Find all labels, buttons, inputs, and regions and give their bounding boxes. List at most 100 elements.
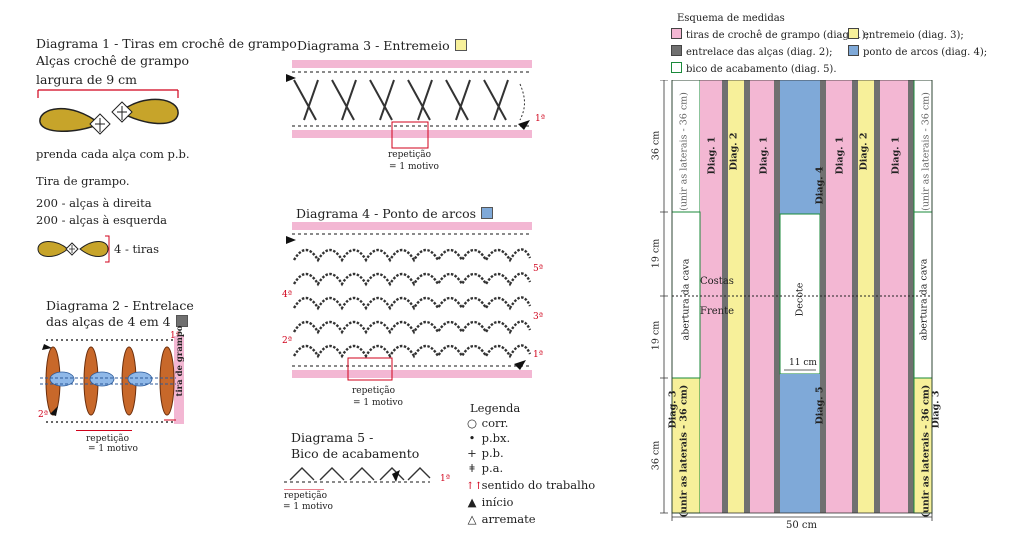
diagram4-row4: 4ª bbox=[282, 290, 293, 300]
diagram3-stitch-chart bbox=[286, 60, 532, 149]
legend-label: início bbox=[481, 495, 514, 509]
diagram4-row3: 3ª bbox=[533, 312, 544, 322]
dim-bottom-36: 36 cm bbox=[650, 440, 662, 471]
legend-label: corr. bbox=[481, 416, 509, 430]
schema-legend-item-pink: tiras de crochê de grampo (diag. 1); bbox=[671, 28, 869, 42]
neckline-label: Decote bbox=[794, 282, 806, 317]
dim-top-36: 36 cm bbox=[650, 130, 662, 161]
diagram1-loops-left: 200 - alças à esquerda bbox=[36, 213, 168, 227]
schema-legend-item-yellow: entremeio (diag. 3); bbox=[848, 28, 964, 42]
diagram2-stitch-chart bbox=[40, 336, 184, 424]
back-label: Costas bbox=[700, 276, 734, 287]
blue-swatch bbox=[481, 207, 494, 219]
yellow-swatch bbox=[454, 39, 467, 51]
legend-item-chain: ○ corr. bbox=[466, 416, 595, 431]
diagram2-side-label: tira de grampo bbox=[175, 325, 185, 397]
diagram2-row2: 2ª bbox=[38, 410, 49, 420]
join-sides-right-top: (unir as laterais - 36 cm) bbox=[920, 92, 932, 211]
measurement-schema bbox=[660, 80, 933, 521]
yellow-swatch bbox=[848, 28, 859, 39]
diagram1-attach-note: prenda cada alça com p.b. bbox=[36, 147, 190, 161]
schema-legend-label: entrelace das alças (diag. 2); bbox=[686, 47, 833, 58]
col-diag3-left: Diag. 3 bbox=[667, 390, 679, 429]
diagram3-motif: = 1 motivo bbox=[389, 162, 439, 172]
legend-label: arremate bbox=[481, 512, 536, 526]
join-sides-left-top: (unir as laterais - 36 cm) bbox=[678, 92, 690, 211]
diagram5-title-line2: Bico de acabamento bbox=[291, 446, 420, 461]
diagram4-row1: 1ª bbox=[533, 350, 544, 360]
diagram2-motif: = 1 motivo bbox=[88, 444, 138, 454]
diagram1-subtitle: Alças crochê de grampo bbox=[36, 53, 189, 68]
diagram2-title-line2: das alças de 4 em 4 bbox=[46, 314, 171, 329]
chain-symbol-icon: ○ bbox=[466, 416, 478, 430]
diagram3-row1: 1ª bbox=[535, 114, 546, 124]
dim-width-50: 50 cm bbox=[786, 520, 817, 531]
col-diag1-c: Diag. 1 bbox=[834, 136, 846, 175]
pink-swatch bbox=[671, 28, 682, 39]
legend-title: Legenda bbox=[470, 401, 521, 415]
diagram5-motif: = 1 motivo bbox=[283, 502, 333, 512]
armhole-right: abertura da cava bbox=[918, 258, 930, 341]
diagram1-strips-count: 4 - tiras bbox=[114, 242, 160, 256]
diagram4-motif: = 1 motivo bbox=[353, 398, 403, 408]
legend-item-direction: ↑↑ sentido do trabalho bbox=[466, 478, 595, 495]
end-arrow-icon: △ bbox=[467, 512, 477, 526]
legend-item-slip: • p.bx. bbox=[466, 431, 595, 446]
white-swatch bbox=[671, 62, 682, 73]
diagram2-row1: 1ª bbox=[170, 331, 181, 341]
gray-swatch bbox=[671, 45, 682, 56]
diagram1-strip-title: Tira de grampo. bbox=[36, 174, 130, 188]
dim-neck-11: 11 cm bbox=[789, 358, 817, 368]
diagram2-title-line1: Diagrama 2 - Entrelace bbox=[46, 298, 194, 313]
hairpin-loop-drawing bbox=[37, 89, 179, 135]
schema-legend-item-green: bico de acabamento (diag. 5). bbox=[671, 62, 837, 76]
legend-item-end: △ arremate bbox=[466, 512, 595, 529]
front-label: Frente bbox=[700, 306, 735, 317]
schema-legend-label: entremeio (diag. 3); bbox=[863, 30, 964, 41]
double-crochet-icon: ǂ bbox=[469, 461, 475, 475]
diagram1-title: Diagrama 1 - Tiras em crochê de grampo bbox=[36, 36, 297, 51]
legend-item-start: ▲ início bbox=[466, 495, 595, 512]
legend-label: p.bx. bbox=[481, 431, 511, 445]
single-crochet-icon: + bbox=[467, 446, 477, 460]
dim-armhole-19-bottom: 19 cm bbox=[650, 320, 662, 351]
diagram5-stitch-chart bbox=[284, 467, 431, 490]
diagram1-width-label: largura de 9 cm bbox=[36, 72, 138, 87]
diagram3-title: Diagrama 3 - Entremeio bbox=[297, 38, 450, 53]
schema-legend-label: ponto de arcos (diag. 4); bbox=[863, 47, 988, 58]
schema-legend-item-gray: entrelace das alças (diag. 2); bbox=[671, 45, 833, 59]
schema-legend-label: bico de acabamento (diag. 5). bbox=[686, 64, 837, 75]
col-diag4: Diag. 4 bbox=[814, 166, 826, 205]
strip-drawing bbox=[37, 235, 110, 263]
schema-legend-item-blue: ponto de arcos (diag. 4); bbox=[848, 45, 987, 59]
diagram2-repeat: repetição bbox=[86, 434, 130, 444]
diagram5-row1: 1ª bbox=[440, 474, 451, 484]
armhole-left: abertura da cava bbox=[680, 258, 692, 341]
col-diag1-d: Diag. 1 bbox=[890, 136, 902, 175]
col-diag3-right: Diag. 3 bbox=[930, 390, 942, 429]
legend-item-single: + p.b. bbox=[466, 446, 595, 461]
col-diag5: Diag. 5 bbox=[814, 386, 826, 425]
col-diag1-b: Diag. 1 bbox=[758, 136, 770, 175]
diagram4-title: Diagrama 4 - Ponto de arcos bbox=[296, 206, 477, 221]
diagram5-repeat: repetição bbox=[284, 491, 328, 501]
diagram4-stitch-chart bbox=[286, 222, 532, 381]
legend-label: p.b. bbox=[481, 446, 504, 460]
schema-legend-label: tiras de crochê de grampo (diag. 1); bbox=[686, 30, 869, 41]
col-diag1-a: Diag. 1 bbox=[706, 136, 718, 175]
diagram4-row2: 2ª bbox=[282, 336, 293, 346]
start-arrow-icon: ▲ bbox=[467, 495, 477, 509]
gray-swatch bbox=[175, 315, 188, 327]
col-diag2-a: Diag. 2 bbox=[728, 132, 740, 171]
diagram4-repeat: repetição bbox=[352, 386, 396, 396]
schema-title: Esquema de medidas bbox=[677, 13, 785, 24]
blue-swatch bbox=[848, 45, 859, 56]
slip-stitch-icon: • bbox=[468, 431, 476, 445]
dim-armhole-19-top: 19 cm bbox=[650, 238, 662, 269]
diagram3-repeat: repetição bbox=[388, 150, 432, 160]
legend-label: p.a. bbox=[481, 461, 504, 475]
join-sides-left-bottom: (unir as laterais - 36 cm) bbox=[678, 384, 690, 518]
diagram4-row5: 5ª bbox=[533, 264, 544, 274]
diagram1-loops-right: 200 - alças à direita bbox=[36, 196, 152, 210]
legend-item-double: ǂ p.a. bbox=[466, 461, 595, 478]
